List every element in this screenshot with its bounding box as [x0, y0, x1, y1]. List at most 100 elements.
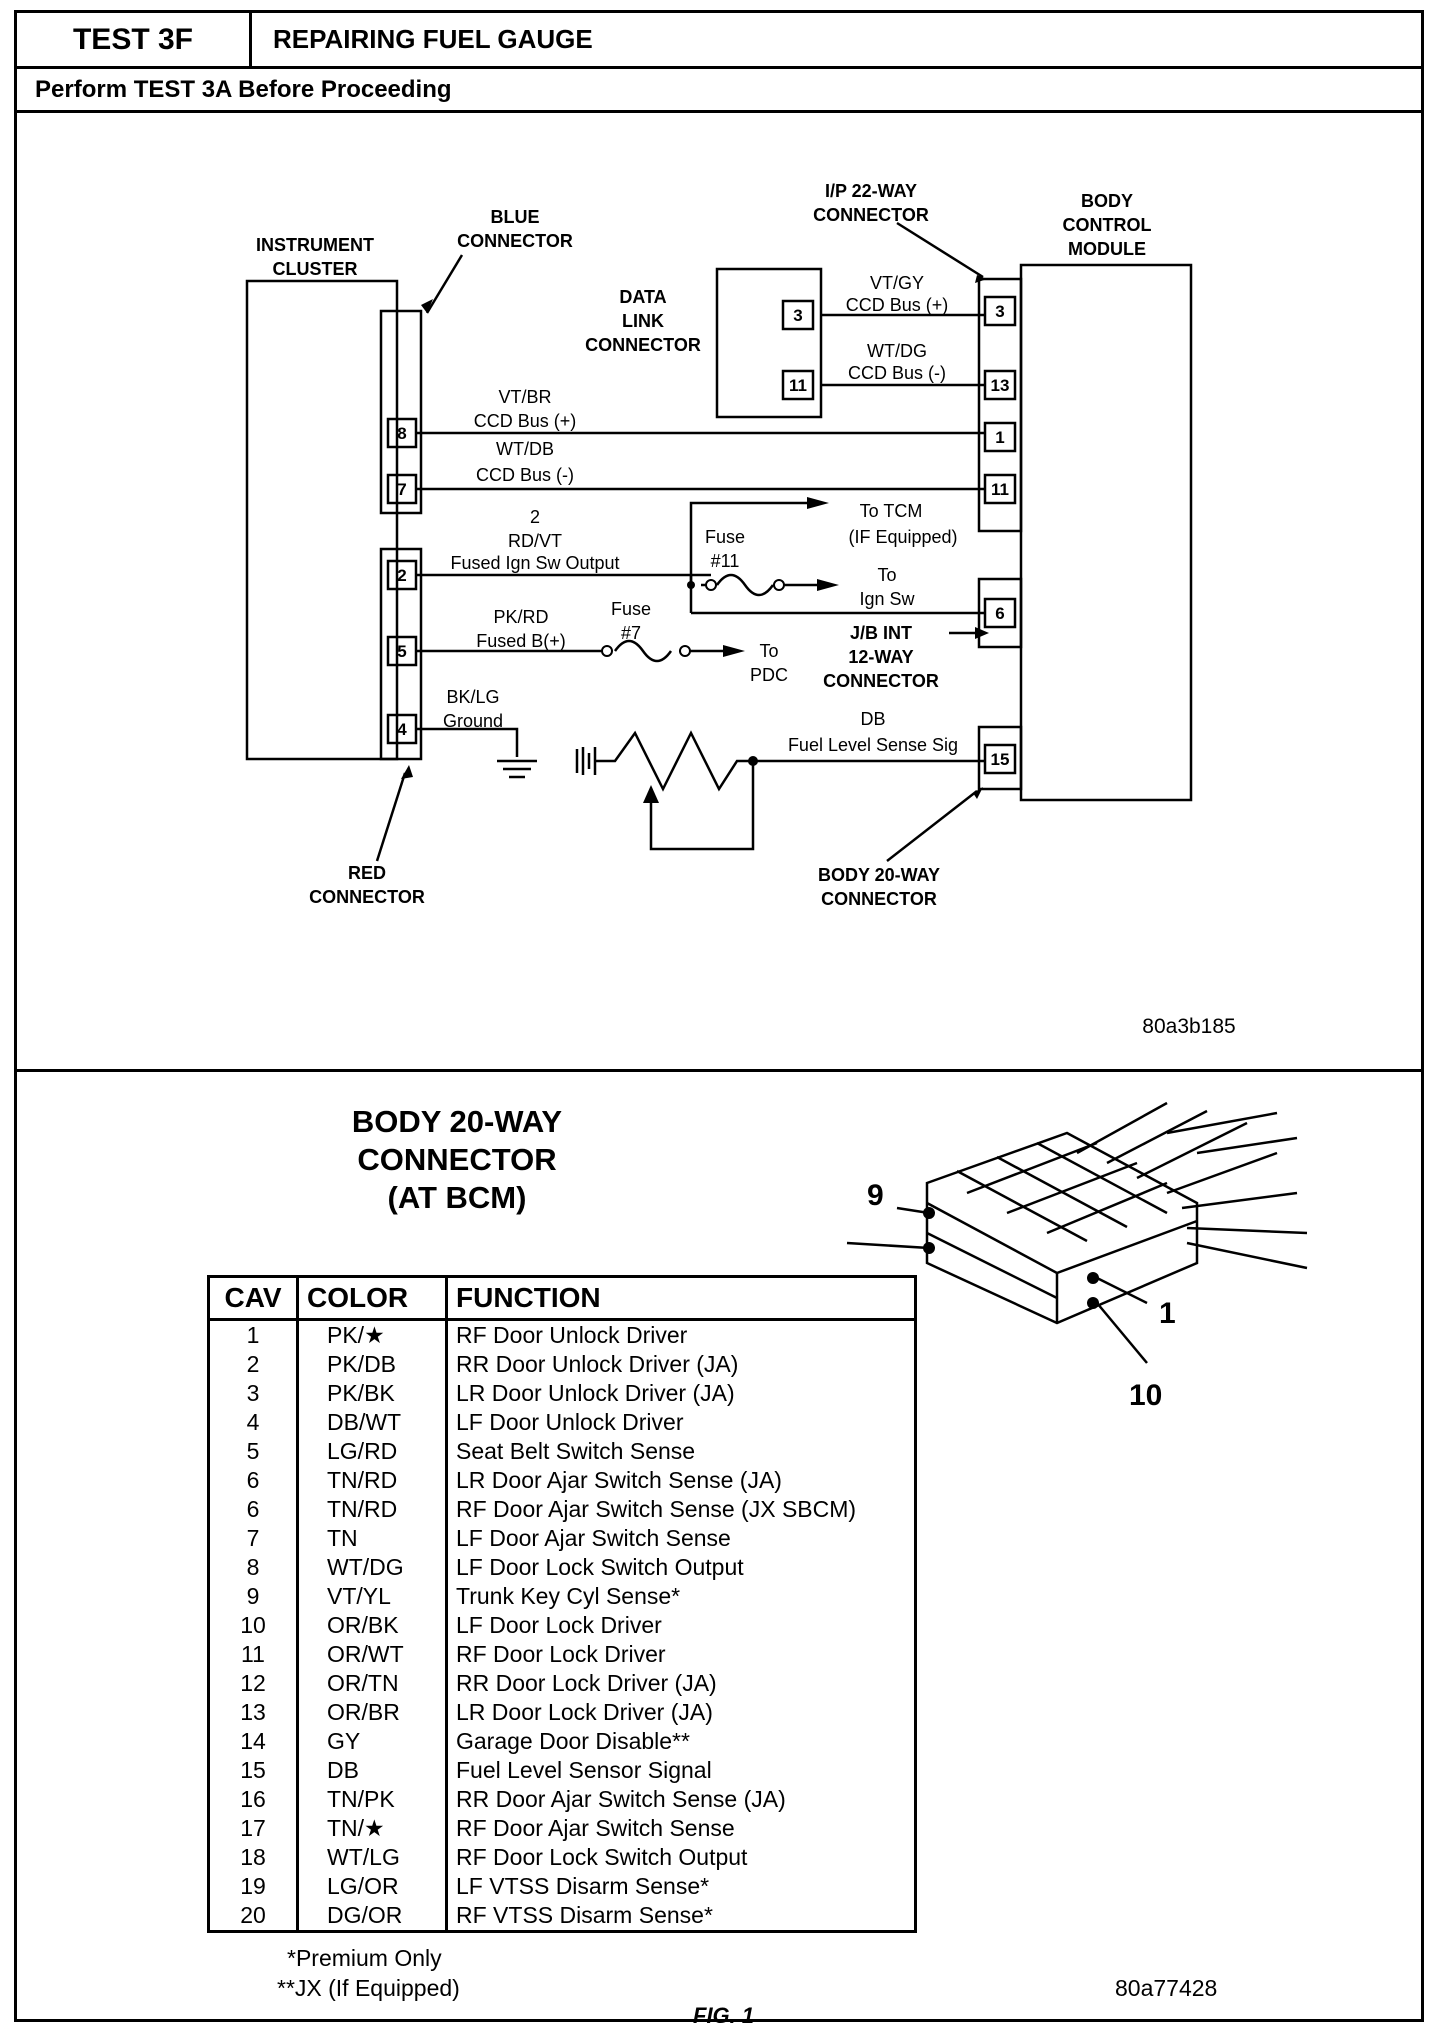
table-cell-cav: 16 [208, 1785, 299, 1814]
footnote: *Premium Only [287, 1945, 442, 1971]
instrument-cluster-box [245, 279, 399, 761]
jb-connector-label: CONNECTOR [823, 671, 939, 691]
connector-table-title: BODY 20-WAY CONNECTOR (AT BCM) [351, 1104, 563, 1215]
table-cell-cav: 11 [208, 1640, 299, 1669]
table-cell-function: Seat Belt Switch Sense [446, 1437, 917, 1466]
table-cell-cav: 4 [208, 1408, 299, 1437]
red-connector-label: CONNECTOR [309, 887, 425, 907]
table-cell-cav: 10 [208, 1611, 299, 1640]
instrument-cluster-label: INSTRUMENT [256, 235, 374, 255]
callout-10: 10 [1129, 1379, 1162, 1412]
table-cell-function: RF VTSS Disarm Sense* [446, 1901, 917, 1932]
table-cell-color: OR/TN [297, 1669, 448, 1698]
table-cell-color: TN/RD [297, 1495, 448, 1524]
section-divider [17, 1069, 1421, 1072]
table-cell-color: DB [297, 1756, 448, 1785]
table-cell-function: RF Door Ajar Switch Sense (JX SBCM) [446, 1495, 917, 1524]
destination-label: To [759, 641, 778, 661]
blue-connector-label: BLUE [491, 207, 540, 227]
jb-connector-label: 12-WAY [848, 647, 913, 667]
bcm-pin: 3 [995, 302, 1004, 321]
column-header-function: FUNCTION [446, 1276, 917, 1321]
table-cell-color: PK/★ [297, 1319, 448, 1350]
figure-label: FIG. 1 [693, 2003, 755, 2028]
table-cell-cav: 12 [208, 1669, 299, 1698]
body-20-way-connector-illustration: 9 20 1 10 [846, 1101, 1308, 1412]
table-cell-color: LG/RD [297, 1437, 448, 1466]
dlc-label: DATA [619, 287, 666, 307]
table-cell-function: LR Door Unlock Driver (JA) [446, 1379, 917, 1408]
table-cell-color: LG/OR [297, 1872, 448, 1901]
table-cell-color: OR/WT [297, 1640, 448, 1669]
table-cell-cav: 7 [208, 1524, 299, 1553]
table-cell-function: RF Door Ajar Switch Sense [446, 1814, 917, 1843]
image-code: 80a3b185 [1142, 1015, 1235, 1038]
red-connector-label: RED [348, 863, 386, 883]
callout-9: 9 [867, 1179, 884, 1212]
body-connector-housing [977, 725, 1023, 791]
table-cell-function: LF Door Ajar Switch Sense [446, 1524, 917, 1553]
ip-connector-housing [977, 277, 1023, 533]
table-cell-color: DG/OR [297, 1901, 448, 1932]
wire-color: VT/BR [498, 387, 551, 407]
table-cell-cav: 15 [208, 1756, 299, 1785]
jb-connector-label: J/B INT [850, 623, 912, 643]
table-cell-function: Garage Door Disable** [446, 1727, 917, 1756]
wire-function: CCD Bus (-) [476, 465, 574, 485]
bcm-pin: 6 [995, 604, 1004, 623]
table-cell-cav: 3 [208, 1379, 299, 1408]
table-cell-function: LF Door Lock Driver [446, 1611, 917, 1640]
wire-color: WT/DG [867, 341, 927, 361]
table-cell-cav: 14 [208, 1727, 299, 1756]
table-cell-color: PK/DB [297, 1350, 448, 1379]
destination-label: To [877, 565, 896, 585]
table-cell-cav: 18 [208, 1843, 299, 1872]
table-cell-color: TN/PK [297, 1785, 448, 1814]
table-cell-color: TN/RD [297, 1466, 448, 1495]
table-cell-function: RR Door Unlock Driver (JA) [446, 1350, 917, 1379]
column-header-color: COLOR [297, 1276, 448, 1321]
table-cell-color: TN/★ [297, 1814, 448, 1843]
bcm-label: MODULE [1068, 239, 1146, 259]
wire-color: WT/DB [496, 439, 554, 459]
table-cell-color: WT/LG [297, 1843, 448, 1872]
wire-color: RD/VT [508, 531, 562, 551]
wire-color: DB [860, 709, 885, 729]
dlc-pin: 11 [789, 376, 807, 395]
table-cell-color: OR/BK [297, 1611, 448, 1640]
table-cell-cav: 1 [208, 1319, 299, 1350]
destination-label: PDC [750, 665, 788, 685]
wire-function: CCD Bus (+) [846, 295, 949, 315]
body-connector-label: CONNECTOR [821, 889, 937, 909]
body-connector-label: BODY 20-WAY [818, 865, 940, 885]
table-cell-color: GY [297, 1727, 448, 1756]
table-cell-cav: 8 [208, 1553, 299, 1582]
bcm-pin: 13 [991, 376, 1010, 395]
cluster-pin: 8 [397, 424, 406, 443]
table-cell-function: LF VTSS Disarm Sense* [446, 1872, 917, 1901]
test-header: TEST 3F REPAIRING FUEL GAUGE [17, 13, 1421, 69]
wire-color: PK/RD [493, 607, 548, 627]
table-cell-cav: 17 [208, 1814, 299, 1843]
table-cell-cav: 6 [208, 1466, 299, 1495]
table-cell-color: VT/YL [297, 1582, 448, 1611]
prerequisite-note: Perform TEST 3A Before Proceeding [17, 69, 1421, 113]
table-cell-color: WT/DG [297, 1553, 448, 1582]
bcm-label: CONTROL [1063, 215, 1152, 235]
blue-connector-housing [379, 309, 423, 515]
